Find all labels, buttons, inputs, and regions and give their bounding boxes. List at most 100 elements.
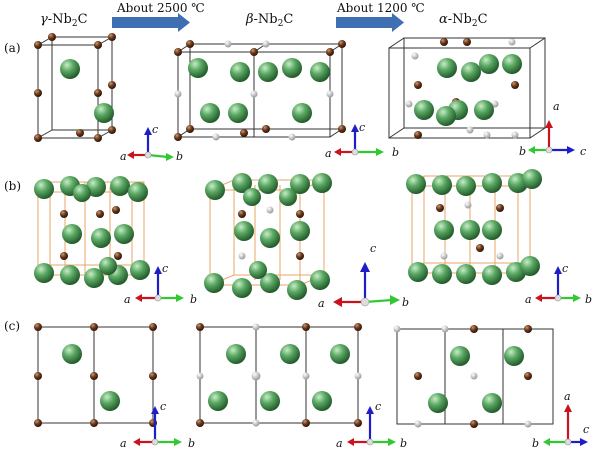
nb-atom — [60, 59, 80, 79]
vacancy-site — [405, 100, 413, 108]
svg-text:b: b — [176, 150, 183, 163]
svg-text:c: c — [375, 400, 381, 413]
c-atom — [476, 244, 484, 252]
c-atom — [48, 33, 56, 41]
c-atom — [90, 419, 98, 427]
c-atom — [326, 48, 334, 56]
vacancy-site — [251, 371, 261, 381]
nb-atom — [310, 270, 330, 290]
vacancy-site — [496, 252, 504, 260]
c-atom — [60, 210, 68, 218]
atoms-gamma-a — [34, 33, 116, 142]
vacancy-site — [252, 419, 260, 427]
nb-atom — [100, 391, 120, 411]
nb-atom — [456, 264, 476, 284]
vacancy-site — [212, 133, 220, 141]
axis-triad-beta-b: c a b — [318, 242, 409, 310]
nb-atom — [482, 173, 502, 193]
nb-atom — [450, 346, 470, 366]
axis-triad-beta-a: c a b — [325, 121, 399, 160]
vacancy-site — [266, 206, 274, 214]
nb-atom — [200, 103, 220, 123]
c-atom — [34, 41, 42, 49]
svg-text:b: b — [519, 145, 526, 158]
vacancy-site — [508, 38, 516, 46]
c-atom — [149, 323, 157, 331]
nb-atom — [260, 391, 280, 411]
cell-alpha-a — [388, 37, 546, 139]
axis-triad-alpha-b: c a b — [525, 262, 592, 306]
c-atom — [186, 125, 194, 133]
svg-text:b: b — [392, 146, 399, 159]
nb-atom — [436, 106, 456, 126]
c-atom — [34, 372, 42, 380]
c-atom — [250, 48, 258, 56]
nb-atom — [86, 177, 106, 197]
vacancy-site — [483, 131, 491, 139]
vacancy-site — [288, 133, 296, 141]
nb-atom — [205, 180, 225, 200]
nb-atom — [432, 175, 452, 195]
vacancy-site — [224, 40, 232, 48]
c-atom — [470, 325, 478, 333]
nb-atom — [99, 257, 117, 275]
c-atom — [354, 323, 362, 331]
nb-atom — [208, 391, 228, 411]
nb-atom — [128, 182, 148, 202]
nb-atom — [290, 221, 310, 241]
c-atom — [174, 48, 182, 56]
vacancy-site — [250, 90, 258, 98]
nb-atom — [91, 228, 111, 248]
nb-atom — [110, 176, 130, 196]
vacancy-site — [196, 372, 204, 380]
svg-text:b: b — [532, 437, 539, 450]
nb-atom — [260, 273, 280, 293]
nb-atom — [62, 344, 82, 364]
nb-atom — [428, 393, 448, 413]
svg-text:c: c — [583, 423, 589, 436]
vacancy-site — [441, 325, 449, 333]
c-atom — [338, 125, 346, 133]
nb-atom — [292, 103, 312, 123]
vacancy-site — [393, 325, 401, 333]
axis-triad-gamma-a: c a b — [120, 123, 183, 163]
c-atom — [108, 33, 116, 41]
nb-atom — [461, 62, 481, 82]
axis-triad-beta-c: c a b — [336, 400, 407, 450]
c-atom — [511, 81, 519, 89]
c-atom — [463, 38, 471, 46]
c-atom — [34, 419, 42, 427]
c-atom — [94, 41, 102, 49]
cell-beta-a — [177, 43, 343, 138]
svg-text:c: c — [152, 123, 158, 136]
c-atom — [76, 129, 84, 137]
vacancy-site — [252, 323, 260, 331]
atoms-beta-a — [174, 40, 346, 141]
svg-text:b: b — [585, 293, 592, 306]
nb-atom — [34, 263, 54, 283]
nb-atom — [310, 62, 330, 82]
c-atom — [302, 419, 310, 427]
svg-text:a: a — [553, 100, 560, 113]
c-atom — [149, 372, 157, 380]
transition-label-2500: About 2500 ℃ — [116, 1, 205, 15]
nb-atom — [228, 103, 248, 123]
atoms-beta-c — [196, 323, 362, 427]
phase-label-alpha: α-Nb2C — [439, 12, 488, 29]
c-atom — [440, 38, 448, 46]
nb-atom — [60, 265, 80, 285]
arrow-icon — [112, 13, 190, 32]
nb-atom — [482, 393, 502, 413]
vacancy-site — [414, 420, 422, 428]
svg-text:c: c — [160, 400, 166, 413]
c-atom — [174, 133, 182, 141]
svg-text:a: a — [120, 437, 127, 450]
nb-atom — [520, 256, 540, 276]
nb-atom — [94, 103, 114, 123]
c-atom — [96, 210, 104, 218]
svg-text:b: b — [190, 293, 197, 306]
c-atom — [296, 210, 304, 218]
vacancy-site — [354, 372, 362, 380]
phase-label-beta: β-Nb2C — [245, 12, 293, 29]
